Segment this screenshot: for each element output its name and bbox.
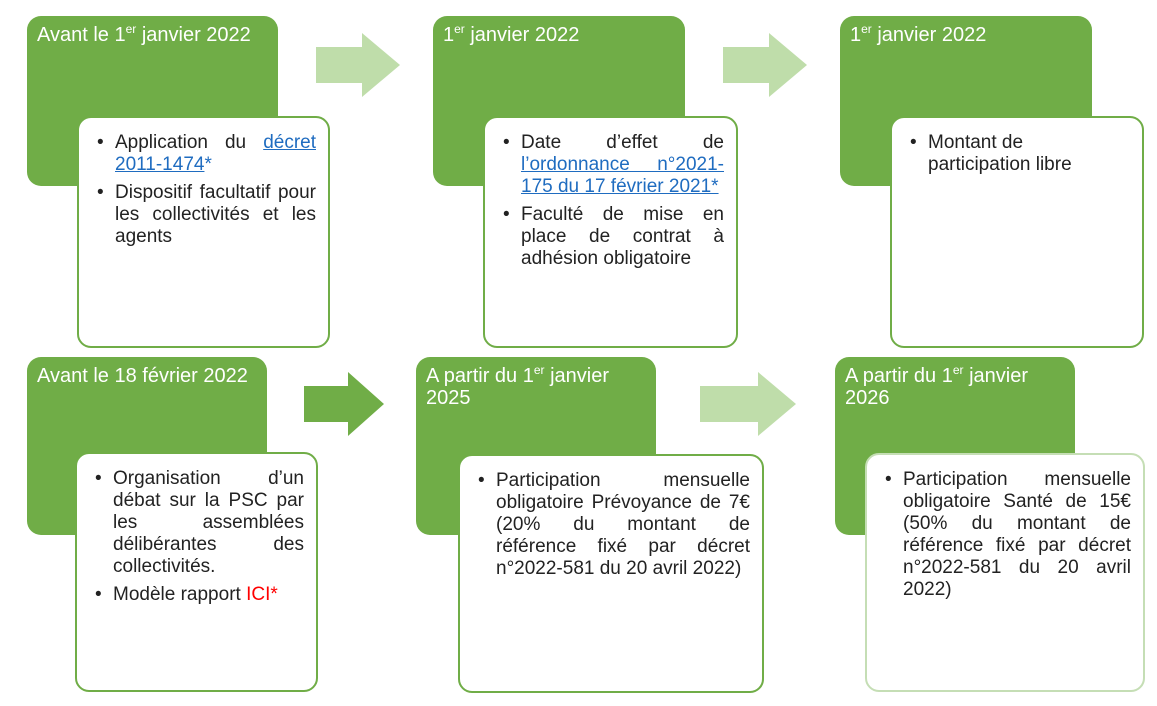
step-4-header-text: Avant le 18 février 2022 [37, 365, 248, 387]
step-2-header-sup: er [454, 22, 465, 36]
step-6-header-post: janvier 2026 [845, 365, 1028, 409]
step-4-box: Organisation d’un débat sur la PSC par l… [75, 452, 318, 692]
step-6-header-sup: er [952, 363, 964, 377]
step-1-item-1: Application du décret 2011-1474* [97, 132, 316, 176]
step-5-box: Participation mensuelle obligatoire Prév… [458, 454, 764, 693]
step-3-header-post: janvier 2022 [871, 24, 987, 46]
step-2-item-2: Faculté de mise en place de contrat à ad… [503, 204, 724, 270]
step-6-header-pre: A partir du 1 [845, 365, 953, 387]
arrow-right-icon-3 [304, 372, 384, 436]
step-2-box: Date d’effet de l’ordonnance n°2021-175 … [483, 116, 738, 348]
step-4-item-2: Modèle rapport ICI* [95, 584, 304, 606]
step-3-header-sup: er [861, 22, 872, 36]
step-1-header-sup: er [125, 22, 137, 36]
step-3-box: Montant de participation libre [890, 116, 1144, 348]
step-1-header-pre: Avant le 1 [37, 24, 126, 46]
step-1-item-1-star: * [204, 154, 212, 175]
step-1-box: Application du décret 2011-1474* Disposi… [77, 116, 330, 348]
step-4-item-2-pre: Modèle rapport [113, 584, 247, 605]
step-4-item-1: Organisation d’un débat sur la PSC par l… [95, 468, 304, 578]
ordonnance-2021-175-link[interactable]: l’ordonnance n°2021-175 du 17 février 20… [521, 154, 724, 197]
step-6-box: Participation mensuelle obligatoire Sant… [865, 453, 1145, 692]
step-3-item-1: Montant de participation libre [910, 132, 1130, 176]
step-2-item-1-pre: Date d’effet de [521, 132, 724, 153]
arrow-right-icon-4 [700, 372, 796, 436]
step-5-header-pre: A partir du 1 [426, 365, 534, 387]
modele-rapport-link[interactable]: ICI* [246, 584, 278, 605]
step-2-item-1: Date d’effet de l’ordonnance n°2021-175 … [503, 132, 724, 198]
step-2-header-post: janvier 2022 [464, 24, 580, 46]
arrow-right-icon-2 [723, 33, 807, 97]
step-1-item-1-pre: Application du [115, 132, 264, 153]
step-2-header-pre: 1 [443, 24, 455, 46]
arrow-right-icon-1 [316, 33, 400, 97]
step-6-item-1: Participation mensuelle obligatoire Sant… [885, 469, 1131, 601]
step-5-header-sup: er [533, 363, 545, 377]
decret-2011-1474-link[interactable]: décret 2011-1474 [115, 132, 316, 175]
step-5-item-1: Participation mensuelle obligatoire Prév… [478, 470, 750, 580]
step-1-item-2: Dispositif facultatif pour les collectiv… [97, 182, 316, 248]
step-1-header-post: janvier 2022 [136, 24, 251, 46]
step-5-header-post: janvier 2025 [426, 365, 609, 409]
step-3-header-pre: 1 [850, 24, 862, 46]
